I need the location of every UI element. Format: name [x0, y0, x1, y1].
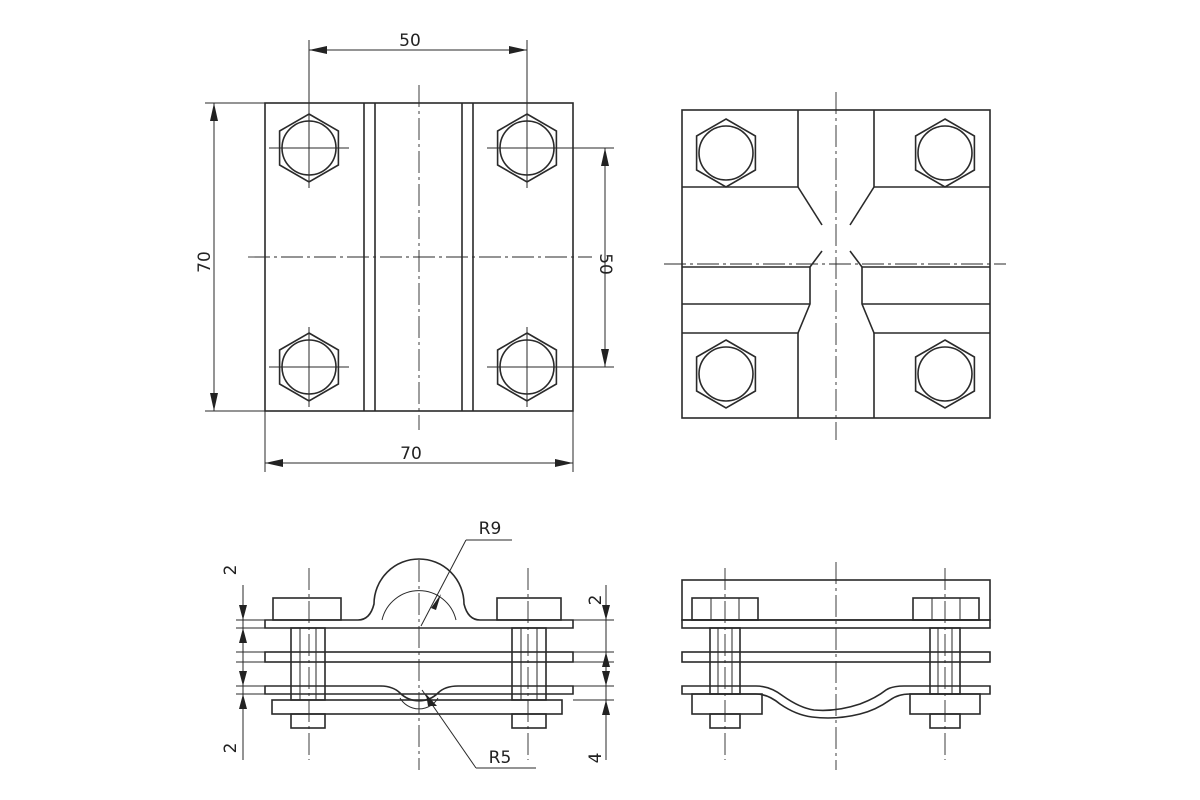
dimension-label: 50 [595, 253, 615, 275]
dimension-label: 70 [400, 444, 422, 464]
dimension-label: 2 [586, 595, 606, 606]
hex-bolt-icon [487, 327, 567, 407]
dimension-label: 2 [221, 565, 241, 576]
dimension-right-spacing: 50 [555, 147, 615, 368]
hex-bolt-icon [269, 327, 349, 407]
hex-bolt-icon [269, 108, 349, 188]
dimension-bottom-width: 70 [264, 411, 574, 472]
dimension-label: 4 [586, 753, 606, 764]
hex-bolt-icon [695, 118, 757, 188]
side-view-left: R9 R5 2 2 [221, 519, 614, 770]
dimension-left-height: 70 [195, 102, 265, 412]
dimension-label: R9 [479, 519, 502, 539]
top-view: 50 70 50 70 [195, 31, 615, 472]
dimension-label: 2 [221, 743, 241, 754]
hex-bolt-icon [914, 118, 976, 188]
dimension-label: R5 [489, 748, 512, 768]
hex-bolt-icon [695, 339, 757, 409]
radius-leader-bottom: R5 [421, 689, 536, 769]
cross-clamp-view [664, 92, 1006, 440]
dimension-top-width: 50 [308, 31, 528, 112]
radius-leader-top: R9 [420, 519, 512, 627]
dimension-side-left: 2 2 [221, 565, 265, 760]
dimension-label: 70 [195, 251, 215, 273]
dimension-side-right: 2 4 [573, 585, 614, 763]
dimension-label: 50 [399, 31, 421, 51]
hex-bolt-icon [487, 108, 567, 188]
hex-bolt-icon [914, 339, 976, 409]
side-view-right [681, 562, 991, 770]
